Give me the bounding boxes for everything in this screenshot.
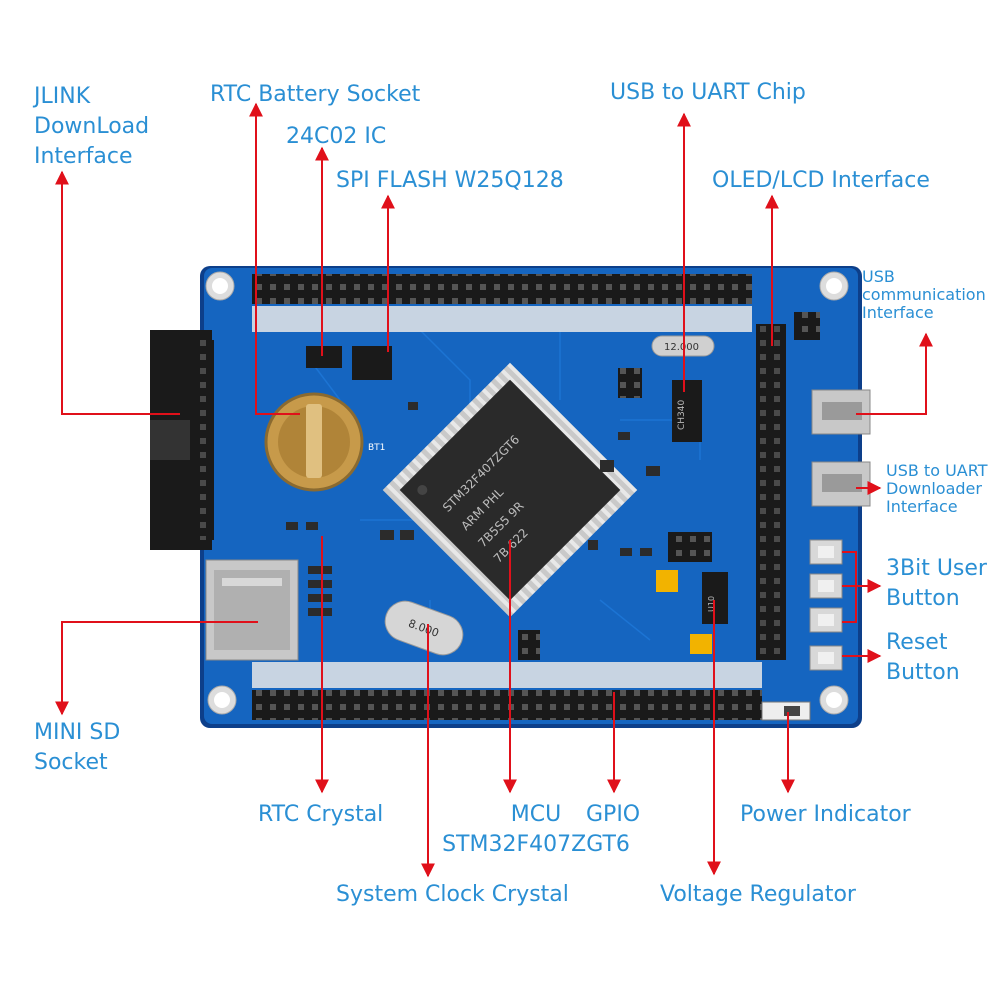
label-rtc-crystal: RTC Crystal	[258, 802, 384, 827]
battery-marking: BT1	[368, 443, 385, 453]
mini-sd-socket	[205, 559, 299, 661]
label-user-button: 3Bit User Button	[886, 556, 987, 611]
label-24c02: 24C02 IC	[286, 124, 387, 149]
system-clock-crystal: 8.000	[384, 600, 464, 656]
callout-arrows	[55, 102, 933, 878]
user-buttons	[809, 539, 843, 633]
spi-flash-chip	[352, 346, 392, 380]
label-voltage-reg: Voltage Regulator	[660, 882, 856, 907]
label-usb-comm: USB communication Interface	[862, 267, 986, 322]
reset-button-part	[809, 645, 843, 671]
usb-comm-jumper	[794, 312, 820, 340]
label-spi-flash: SPI FLASH W25Q128	[336, 168, 564, 193]
top-pin-labels	[252, 306, 752, 332]
arrow-jlink	[55, 170, 180, 415]
label-usb-uart-dl: USB to UART Downloader Interface	[886, 461, 988, 516]
eeprom-24c02	[306, 346, 342, 368]
bottom-pin-labels	[252, 662, 762, 688]
oled-lcd-header	[756, 324, 786, 660]
label-jlink: JLINK DownLoad Interface	[34, 84, 150, 169]
label-reset-button: Reset Button	[886, 630, 960, 685]
label-oled-lcd: OLED/LCD Interface	[712, 168, 930, 193]
arrow-mini-sd	[55, 621, 258, 716]
boot-jumpers	[668, 532, 712, 562]
uart-chip-marking: CH340	[677, 399, 687, 430]
label-gpio: GPIO	[586, 802, 641, 827]
label-sys-clock: System Clock Crystal	[336, 882, 569, 907]
mcu-chip: STM32F407ZGT6 ARM PHL 7B5S5 9R 7B 622	[382, 362, 638, 618]
uart-jumper	[618, 368, 642, 398]
usb-uart-port	[811, 461, 871, 507]
aux-jumper	[518, 630, 540, 660]
label-usb-uart-chip: USB to UART Chip	[610, 80, 806, 105]
label-rtc-battery: RTC Battery Socket	[210, 82, 421, 107]
top-pin-header	[252, 274, 752, 304]
uart-crystal-marking: 12.000	[664, 342, 699, 353]
voltage-regulator: U10	[656, 570, 728, 654]
regulator-marking: U10	[707, 596, 716, 612]
label-mini-sd: MINI SD Socket	[34, 720, 121, 775]
arrow-rtc-battery	[249, 102, 300, 415]
jlink-connector	[150, 330, 214, 550]
label-power-indicator: Power Indicator	[740, 802, 911, 827]
usb-comm-port	[811, 389, 871, 435]
arrow-usb-comm	[856, 332, 933, 415]
smd-parts	[286, 402, 660, 616]
usb-uart-chip: CH340	[672, 380, 702, 442]
rtc-battery-socket: BT1	[264, 392, 385, 492]
label-mcu: MCU STM32F407ZGT6	[442, 802, 630, 857]
bottom-pin-header	[252, 690, 762, 720]
